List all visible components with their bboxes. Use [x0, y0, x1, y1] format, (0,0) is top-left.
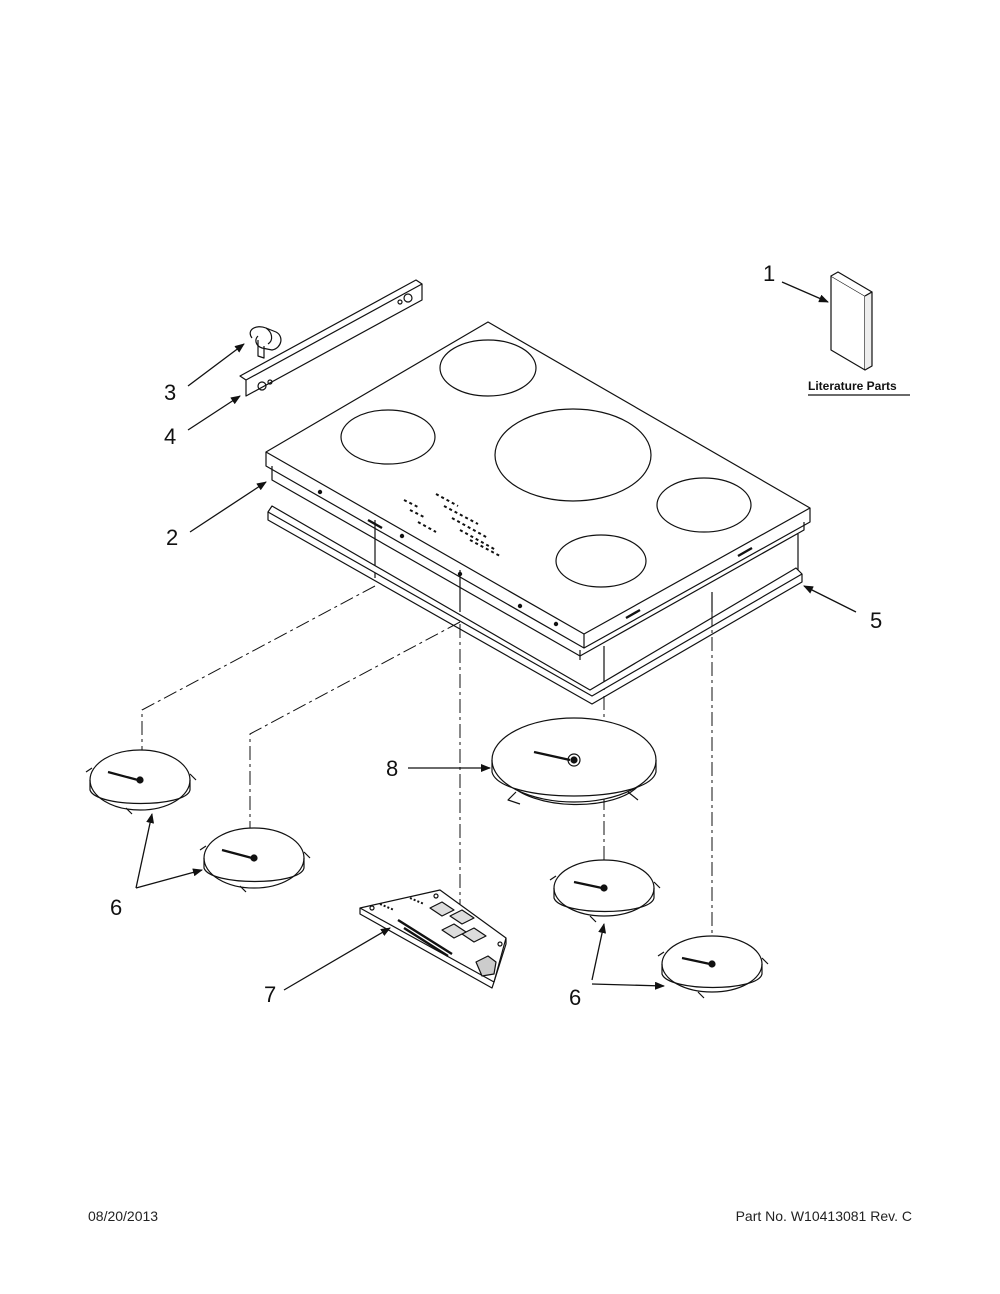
callout-3: 3 [164, 380, 176, 405]
wire-clip [249, 326, 282, 359]
callout-8: 8 [386, 756, 398, 781]
callout-5: 5 [870, 608, 882, 633]
part-number: W10413081 [790, 1208, 867, 1224]
callout-4: 4 [164, 424, 176, 449]
radiant-element-2 [199, 827, 311, 893]
callout-6-right: 6 [569, 985, 581, 1010]
footer-date: 08/20/2013 [88, 1208, 159, 1224]
radiant-element-1 [85, 749, 197, 815]
callout-7: 7 [264, 982, 276, 1007]
radiant-element-3 [549, 859, 661, 923]
large-radiant-element [491, 717, 657, 806]
callout-6-left: 6 [110, 895, 122, 920]
revision: Rev. C [870, 1208, 912, 1224]
callout-2: 2 [166, 525, 178, 550]
cooktop-glass [265, 321, 811, 690]
callout-arrows [135, 281, 857, 991]
mounting-bracket [239, 279, 423, 397]
callout-1: 1 [763, 261, 775, 286]
control-board [359, 889, 507, 989]
footer-part-info: Part No. W10413081 Rev. C [736, 1208, 912, 1224]
gasket-seal [267, 505, 803, 705]
part-number-prefix: Part No. [735, 1208, 787, 1224]
literature-booklet [830, 271, 873, 371]
literature-parts-label: Literature Parts [808, 379, 897, 393]
radiant-element-4 [657, 935, 769, 999]
